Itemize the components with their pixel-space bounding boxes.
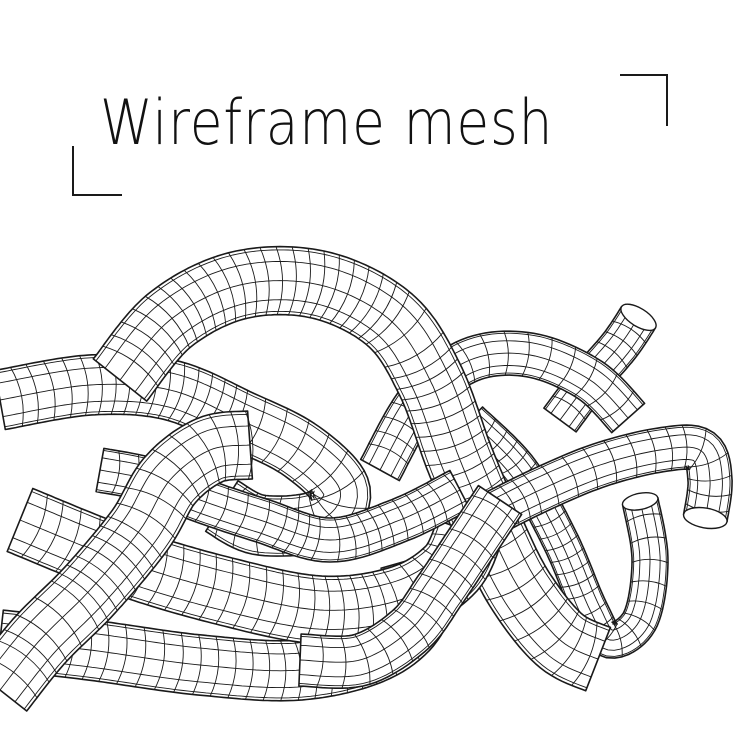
page-title: Wireframe mesh <box>100 86 554 159</box>
tube-front-left <box>0 410 254 712</box>
frame-corner-top-left-icon <box>72 146 122 196</box>
tube-front-right <box>469 424 733 541</box>
tube-front-curl <box>298 484 523 689</box>
tube-back-coil <box>456 406 669 659</box>
frame-corner-bottom-right-icon <box>620 74 668 126</box>
